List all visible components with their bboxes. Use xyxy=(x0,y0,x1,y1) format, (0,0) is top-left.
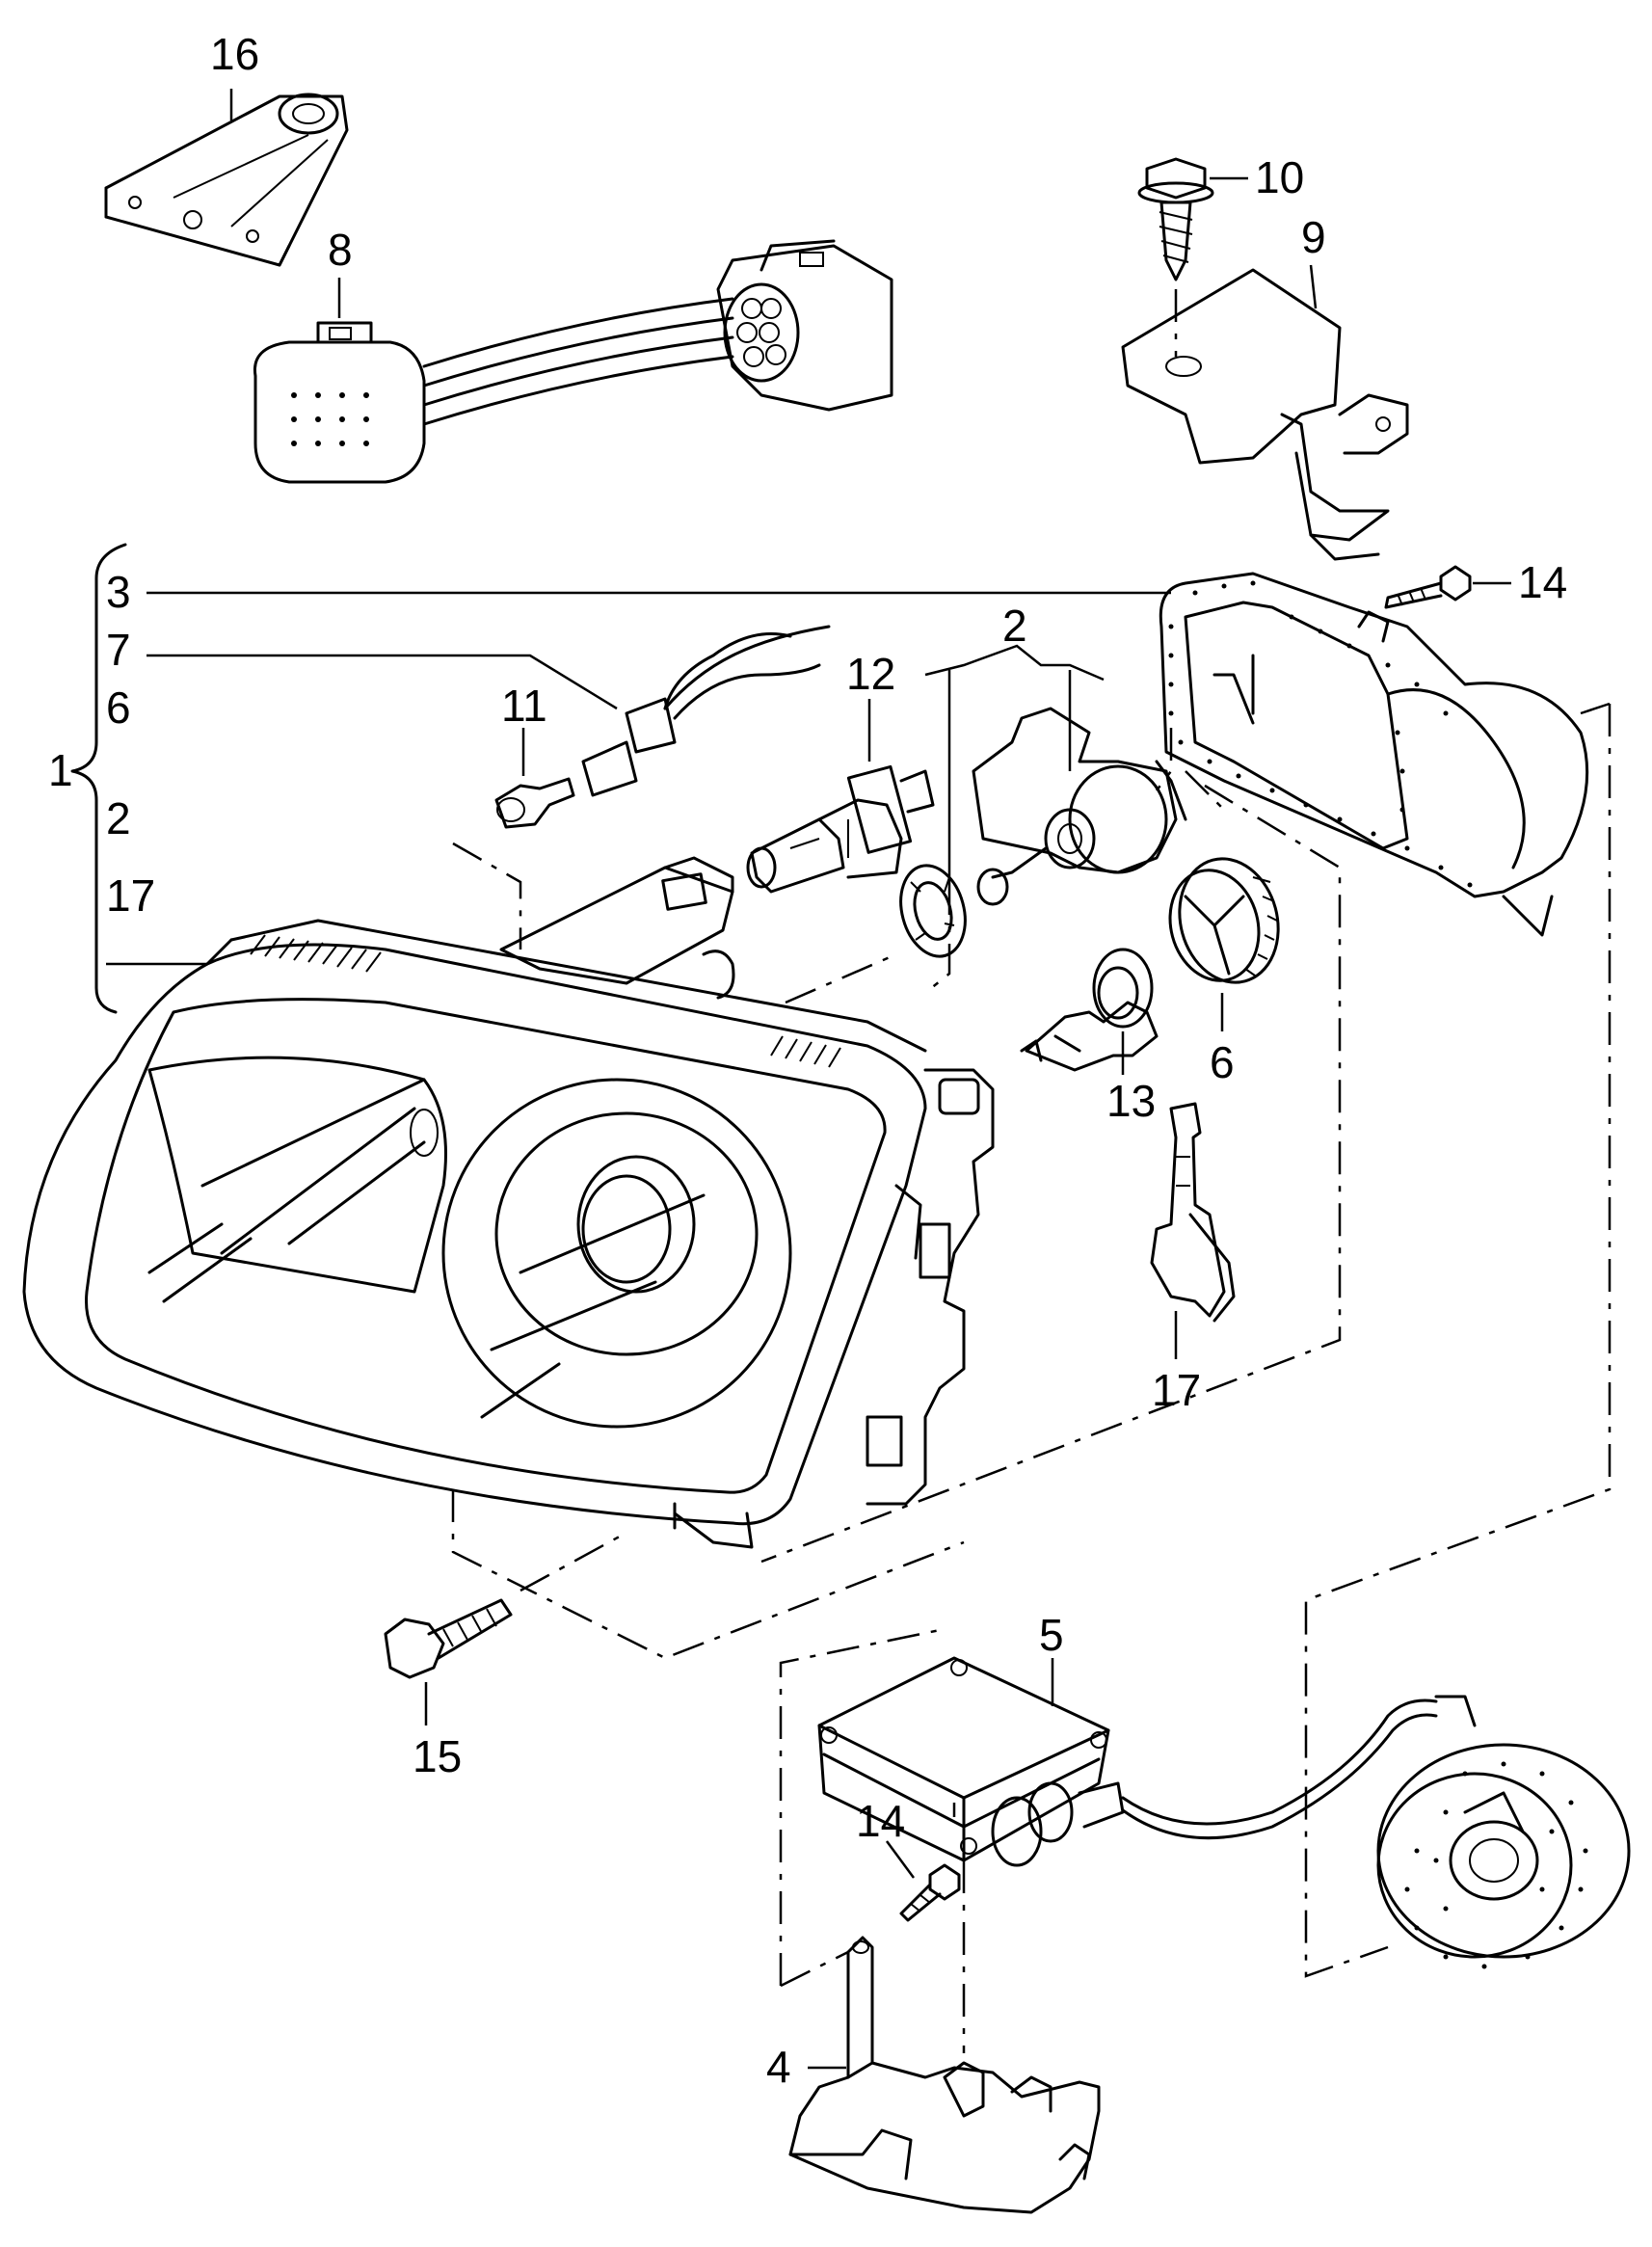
assembly-dashed-lines xyxy=(451,702,1612,2053)
callout-14-upper: 14 xyxy=(1518,557,1567,607)
part-4-ballast-bracket[interactable] xyxy=(788,1936,1101,2214)
retaining-ring[interactable] xyxy=(892,858,975,963)
part-17-connector[interactable] xyxy=(1150,1102,1236,1323)
callout-8: 8 xyxy=(328,225,353,275)
part-3-housing-seal[interactable] xyxy=(1159,572,1589,937)
part-13-xenon-bulb[interactable] xyxy=(1020,948,1159,1072)
igniter-cap[interactable] xyxy=(1376,1695,1631,1969)
part-9-bracket[interactable] xyxy=(1121,268,1409,561)
callout-1: 1 xyxy=(48,745,73,795)
callout-6: 6 xyxy=(1210,1037,1235,1087)
part-10-screw[interactable] xyxy=(1137,157,1214,281)
callout-13: 13 xyxy=(1106,1076,1156,1126)
callout-11: 11 xyxy=(501,681,547,731)
brace-item-7: 7 xyxy=(106,625,131,675)
callout-17: 17 xyxy=(1152,1365,1201,1415)
part-2-xenon-bulb-holder[interactable] xyxy=(972,707,1187,906)
group-brace xyxy=(70,543,127,1014)
callout-2: 2 xyxy=(1002,601,1027,651)
callout-12: 12 xyxy=(846,649,895,699)
part-5-ballast-control-unit[interactable] xyxy=(817,1656,1438,1867)
brace-item-17: 17 xyxy=(106,870,155,921)
part-15-screw[interactable] xyxy=(384,1598,513,1679)
brace-item-6: 6 xyxy=(106,682,131,733)
part-6-cover-ring[interactable] xyxy=(1159,847,1292,993)
callout-9: 9 xyxy=(1301,212,1326,262)
part-14-screw-lower[interactable] xyxy=(899,1863,961,1922)
brace-item-2: 2 xyxy=(106,793,131,843)
part-14-screw-upper[interactable] xyxy=(1384,565,1472,609)
brace-item-3: 3 xyxy=(106,567,131,617)
part-8-adapter-harness[interactable] xyxy=(253,239,893,484)
part-7-bulb-socket[interactable] xyxy=(581,625,831,797)
headlight-top-tab[interactable] xyxy=(499,856,735,1000)
callout-10: 10 xyxy=(1255,152,1304,202)
callout-5: 5 xyxy=(1039,1610,1064,1660)
part-11-wedge-bulb[interactable] xyxy=(494,777,575,829)
callout-4: 4 xyxy=(766,2042,791,2092)
callout-15: 15 xyxy=(413,1731,462,1781)
callout-16: 16 xyxy=(210,29,259,79)
headlight-assembly[interactable] xyxy=(22,919,995,1549)
part-12-h1-bulb[interactable] xyxy=(746,764,935,894)
callout-14-lower: 14 xyxy=(856,1796,905,1846)
part-16-bracket[interactable] xyxy=(104,93,349,267)
